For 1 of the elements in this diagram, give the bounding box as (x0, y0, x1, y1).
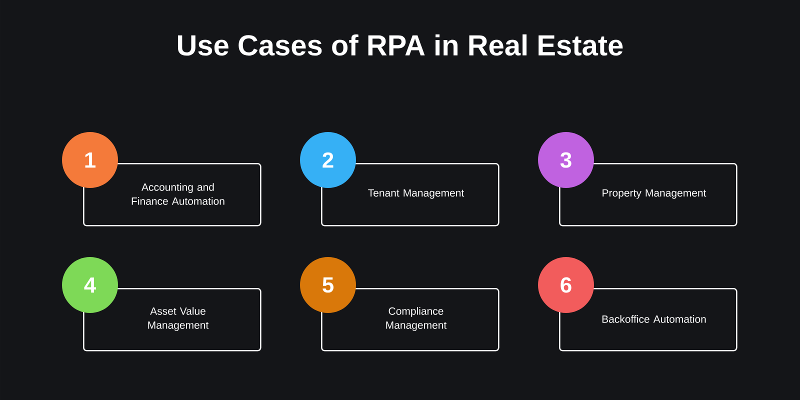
title: Use Cases of RPA in Real Estate (178, 34, 623, 56)
